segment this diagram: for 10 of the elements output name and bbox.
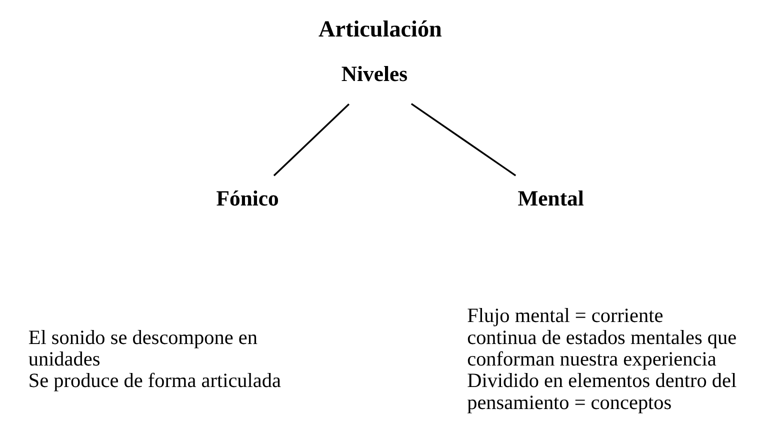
node-text: Niveles [341, 62, 408, 86]
node-label: Flujo mental = corriente continua de estados mentales que conforman nuestra experiencia [467, 305, 737, 370]
diagram-title: Articulación [318, 16, 442, 43]
connector [410, 103, 516, 176]
node-label: Dividido en elementos dentro del pensamiento = conceptos [467, 370, 737, 414]
node-label: El sonido se descompone en unidades [28, 326, 258, 370]
node-text: Mental [518, 186, 584, 210]
connector [273, 103, 350, 176]
node-label: Se produce de forma articulada [28, 370, 281, 392]
node-text: Fónico [216, 186, 279, 210]
